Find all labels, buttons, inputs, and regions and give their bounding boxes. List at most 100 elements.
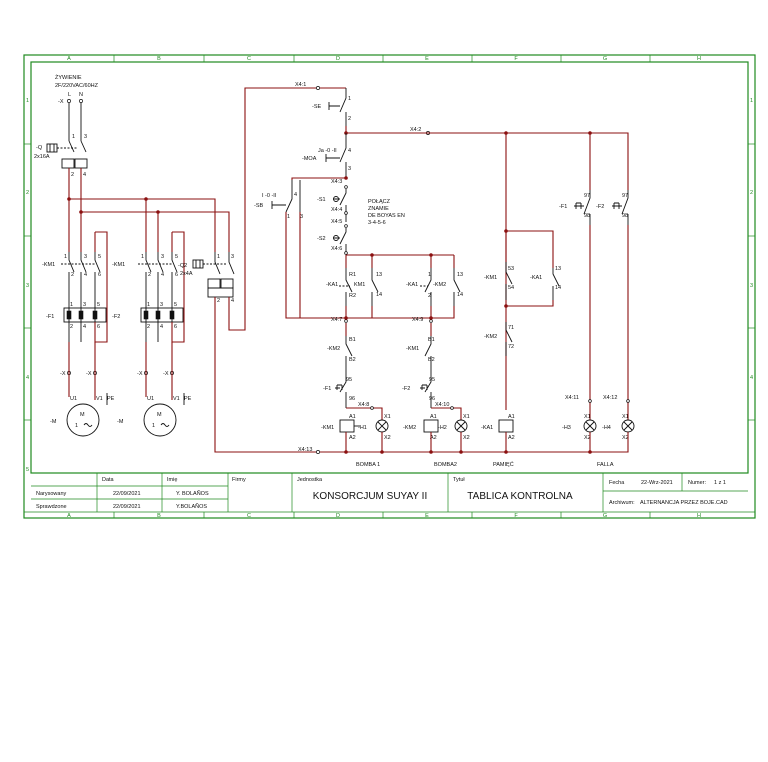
n2-label-b: 2 (428, 293, 431, 299)
drawing-frame (23, 54, 756, 519)
section-captions: BOMBA 1 BOMBA2 PAMIĘĆ FALLA (356, 461, 614, 468)
label-km2-b: -KM2 (433, 282, 446, 288)
label-h1: -H1 (358, 425, 367, 431)
r2-label: R2 (349, 293, 356, 299)
km1-pin-2: 2 (71, 272, 74, 278)
caption-bomba1: BOMBA 1 (356, 462, 380, 468)
km1-pin-3: 3 (84, 254, 87, 260)
zone-row-1-right: 1 (750, 98, 753, 104)
label-se: -SE (312, 104, 322, 110)
zone-row-4-left: 4 (26, 375, 29, 381)
zone-row-3-left: 3 (26, 283, 29, 289)
label-f1-b: -F1 (323, 386, 331, 392)
tb-data-label: Data (102, 477, 115, 483)
float-switches: X4:3 -S1 X4:4 X4:5 -S2 X4:6 POŁĄCZ ZNAMI… (317, 179, 405, 255)
tb-firmy-label: Firmy (232, 477, 246, 483)
c72: 72 (508, 344, 514, 350)
tb-fecha-value: 22-Wrz-2021 (641, 480, 673, 486)
ka1-km2-interlock-branch-2: 1 -KA1 -KM2 2 13 14 X4:9 (372, 268, 463, 323)
km1-pin-1: 1 (64, 254, 67, 260)
zone-col-a-bottom: A (67, 513, 71, 519)
terminal-n (79, 99, 83, 103)
m2-pe: PE (184, 396, 192, 402)
x2-c: X2 (584, 435, 591, 441)
tb-jednostka-label: Jednostka (297, 477, 323, 483)
label-x4-10: X4:10 (435, 402, 449, 408)
f1-pin-6: 6 (97, 324, 100, 330)
label-q2-rating: 2x4A (180, 271, 193, 277)
c13-a: 13 (376, 272, 382, 278)
tb-fecha-label: Fecha (609, 480, 625, 486)
zone-col-a: A (67, 56, 71, 62)
label-km1-d: -KM1 (484, 275, 497, 281)
q-pin-4: 4 (83, 172, 86, 178)
zone-col-d: D (336, 56, 340, 62)
zone-row-4-right: 4 (750, 375, 753, 381)
note-line-3: DE BOYAS EN (368, 213, 405, 219)
label-q: -Q (36, 145, 43, 151)
bomba1-chain: B1 -KM2 B2 95 -F1 96 X4:8 A1 -KM1 A2 -H1… (321, 323, 391, 452)
q-pin-3: 3 (84, 134, 87, 140)
km1b-pin-2: 2 (148, 272, 151, 278)
moa-pin-4: 4 (348, 148, 351, 154)
zone-col-g: G (603, 56, 607, 62)
label-moa: -MOA (302, 156, 317, 162)
label-h2: -H2 (438, 425, 447, 431)
caption-falla: FALLA (597, 462, 614, 468)
f2-pin-3: 3 (160, 302, 163, 308)
motor-2: -X -X U1 V1 PE M 1 -M (117, 342, 192, 437)
bomba2-chain: B1 -KM1 B2 95 -F2 96 X4:10 A1 -KM2 A2 -H… (402, 323, 470, 452)
f1-pin-2: 2 (70, 324, 73, 330)
zone-col-h-bottom: H (697, 513, 701, 519)
label-ja: Ja -0 -II (318, 148, 337, 154)
q2-pin-2: 2 (217, 298, 220, 304)
m2-u1: U1 (147, 396, 154, 402)
km1-pin-5: 5 (98, 254, 101, 260)
supply-spec: 2F/220VAC/60HZ (55, 83, 99, 89)
x1-b: X1 (463, 414, 470, 420)
sb-pin-4: 4 (294, 192, 297, 198)
zone-row-labels: 1 2 3 4 5 1 2 3 4 (26, 98, 753, 473)
label-x4-9: X4:9 (412, 317, 423, 323)
zone-col-g-bottom: G (603, 513, 607, 519)
label-ka1-c: -KA1 (530, 275, 542, 281)
x1-a: X1 (384, 414, 391, 420)
selector-moa: Ja -0 -II -MOA 4 3 (302, 133, 351, 178)
m2-phase: 1 (152, 423, 155, 429)
tb-sprawdzone-label: Sprawdzone (36, 504, 67, 510)
c13-c: 13 (555, 266, 561, 272)
zone-column-labels-top: A B C D E F G H (67, 56, 701, 62)
tb-tytul-label: Tytuł (453, 477, 465, 483)
fault-branch-f1: 97 -F1 98 X4:11 X1 -H3 X2 (559, 190, 597, 452)
km1b-pin-4: 4 (161, 272, 164, 278)
tb-company: KONSORCJUM SUYAY II (313, 491, 427, 502)
note-line-2: ZNAMIE (368, 206, 389, 212)
f2-pin-4: 4 (160, 324, 163, 330)
f1-pin-3: 3 (83, 302, 86, 308)
tb-sprawdzone-name: Y.BOLAÑOS (176, 503, 207, 510)
x2-b: X2 (463, 435, 470, 441)
q2-pin-1: 1 (217, 254, 220, 260)
title-block: Data Imię Firmy Jednostka Tytuł Fecha 22… (31, 472, 748, 512)
main-breaker-q: -Q 2x16A 1 3 2 4 (34, 103, 88, 178)
a2-b: A2 (430, 435, 437, 441)
supply-l: L (68, 92, 71, 98)
c54: 54 (508, 285, 514, 291)
zone-col-h: H (697, 56, 701, 62)
zone-row-3-right: 3 (750, 283, 753, 289)
c53: 53 (508, 266, 514, 272)
x1-d: X1 (622, 414, 629, 420)
label-h4: -H4 (602, 425, 611, 431)
zone-col-e-bottom: E (425, 513, 429, 519)
m1-u1: U1 (70, 396, 77, 402)
thermal-relay-f1: -F1 1 3 5 2 4 6 (46, 272, 108, 343)
label-x4-1: X4:1 (295, 82, 306, 88)
caption-bomba2: BOMBA2 (434, 462, 457, 468)
zone-col-f-bottom: F (514, 513, 518, 519)
tb-archiwum-value: ALTERNANCJA PRZEZ BOJE.CAD (640, 500, 728, 506)
m1-v1: V1 (96, 396, 103, 402)
tb-title: TABLICA KONTROLNA (467, 491, 573, 502)
sb-pin-1: 1 (287, 214, 290, 220)
zone-col-d-bottom: D (336, 513, 340, 519)
f1-pin-4: 4 (83, 324, 86, 330)
